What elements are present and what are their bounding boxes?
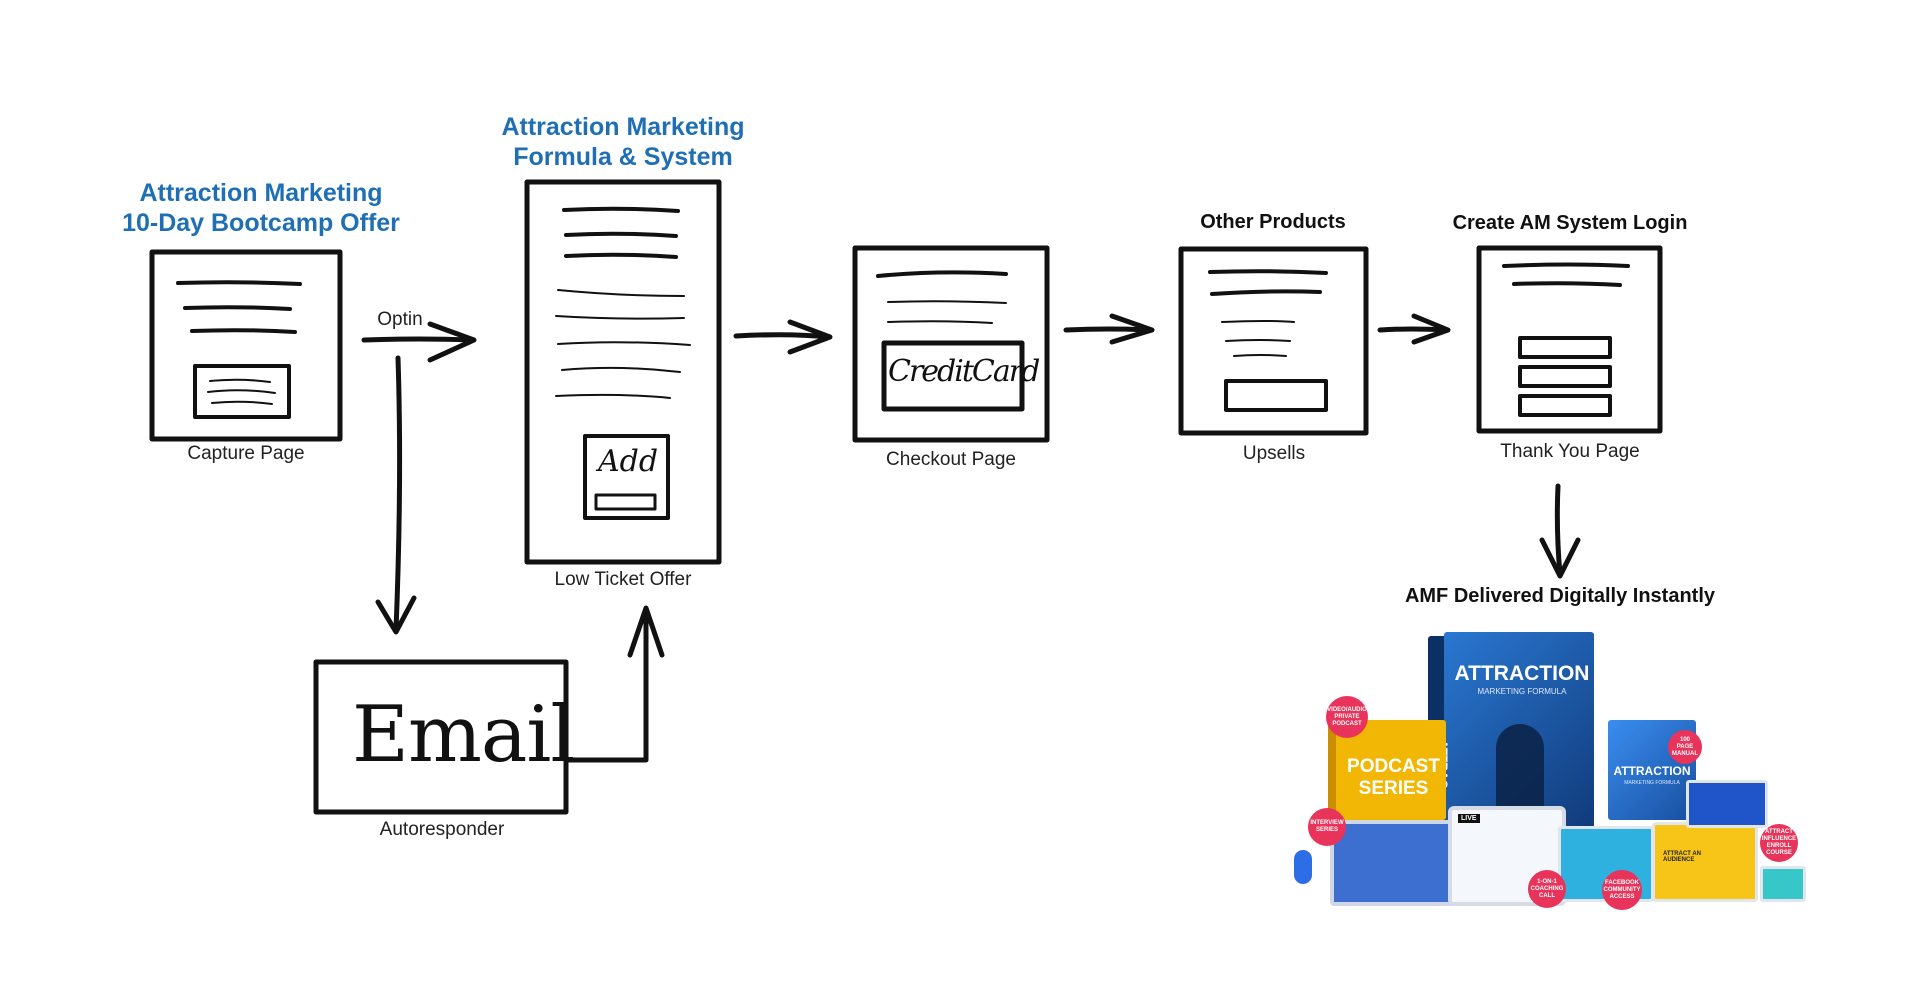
badge-course: ATTRACT INFLUENCE ENROLL COURSE: [1760, 824, 1798, 862]
optin-arrow: [361, 321, 477, 363]
small-device: [1760, 866, 1806, 902]
delivered-title: AMF Delivered Digitally Instantly: [1404, 585, 1716, 607]
arrow-to-delivered: [1539, 483, 1581, 579]
optin-label: Optin: [377, 309, 423, 330]
badge-manual: 100 PAGE MANUAL: [1668, 730, 1702, 764]
capture-page-sketch: [149, 249, 343, 442]
badge-video-audio: VIDEO/AUDIO PRIVATE PODCAST: [1326, 696, 1368, 738]
badge-community: FACEBOOK COMMUNITY ACCESS: [1602, 870, 1642, 910]
manual-sub: MARKETING FORMULA: [1624, 780, 1680, 786]
audience-text: ATTRACT AN AUDIENCE: [1663, 851, 1701, 863]
capture-offer-title: Attraction Marketing 10-Day Bootcamp Off…: [122, 179, 400, 237]
live-badge: LIVE: [1458, 814, 1480, 823]
upsells-caption: Upsells: [1242, 443, 1306, 464]
badge-coaching: 1-ON-1 COACHING CALL: [1528, 870, 1566, 908]
thankyou-sketch: [1476, 245, 1663, 434]
podcast-text: PODCAST SERIES: [1347, 756, 1440, 799]
upsells-sketch: [1178, 246, 1369, 436]
audience-screen: ATTRACT AN AUDIENCE: [1652, 822, 1758, 902]
checkout-caption: Checkout Page: [886, 449, 1016, 470]
autoresponder-caption: Autoresponder: [379, 819, 505, 840]
badge-interview: INTERVIEW SERIES: [1308, 808, 1346, 846]
other-products-title: Other Products: [1200, 211, 1346, 233]
video-screen: [1686, 780, 1768, 828]
arrow-to-upsells: [1063, 313, 1155, 345]
microphone-icon: [1294, 850, 1312, 884]
add-label: Add: [598, 444, 659, 479]
thank-you-caption: Thank You Page: [1500, 441, 1640, 462]
create-login-title: Create AM System Login: [1452, 212, 1688, 234]
arrow-to-thankyou: [1377, 313, 1451, 345]
box-sub-text: MARKETING FORMULA: [1477, 687, 1567, 696]
low-ticket-offer-title: Attraction Marketing Formula & System: [501, 113, 745, 171]
product-bundle-image: ATTRACTION MARKETING FORMULA ATTRAC PODC…: [1280, 630, 1820, 910]
product-box: ATTRACTION MARKETING FORMULA: [1444, 632, 1594, 832]
capture-page-caption: Capture Page: [187, 443, 305, 464]
low-ticket-caption: Low Ticket Offer: [554, 569, 692, 590]
credit-card-label: CreditCard: [888, 354, 1040, 389]
down-arrow-email: [375, 355, 417, 635]
manual-title: ATTRACTION: [1613, 764, 1691, 778]
email-label: Email: [352, 690, 575, 780]
low-ticket-sketch: [524, 179, 722, 565]
laptop-screen: [1330, 820, 1458, 906]
podcast-book: PODCAST SERIES: [1336, 720, 1446, 820]
email-box-sketch: [313, 605, 665, 815]
box-brand-text: ATTRACTION: [1454, 662, 1590, 685]
checkout-sketch: [852, 245, 1050, 443]
arrow-to-checkout: [733, 319, 833, 355]
